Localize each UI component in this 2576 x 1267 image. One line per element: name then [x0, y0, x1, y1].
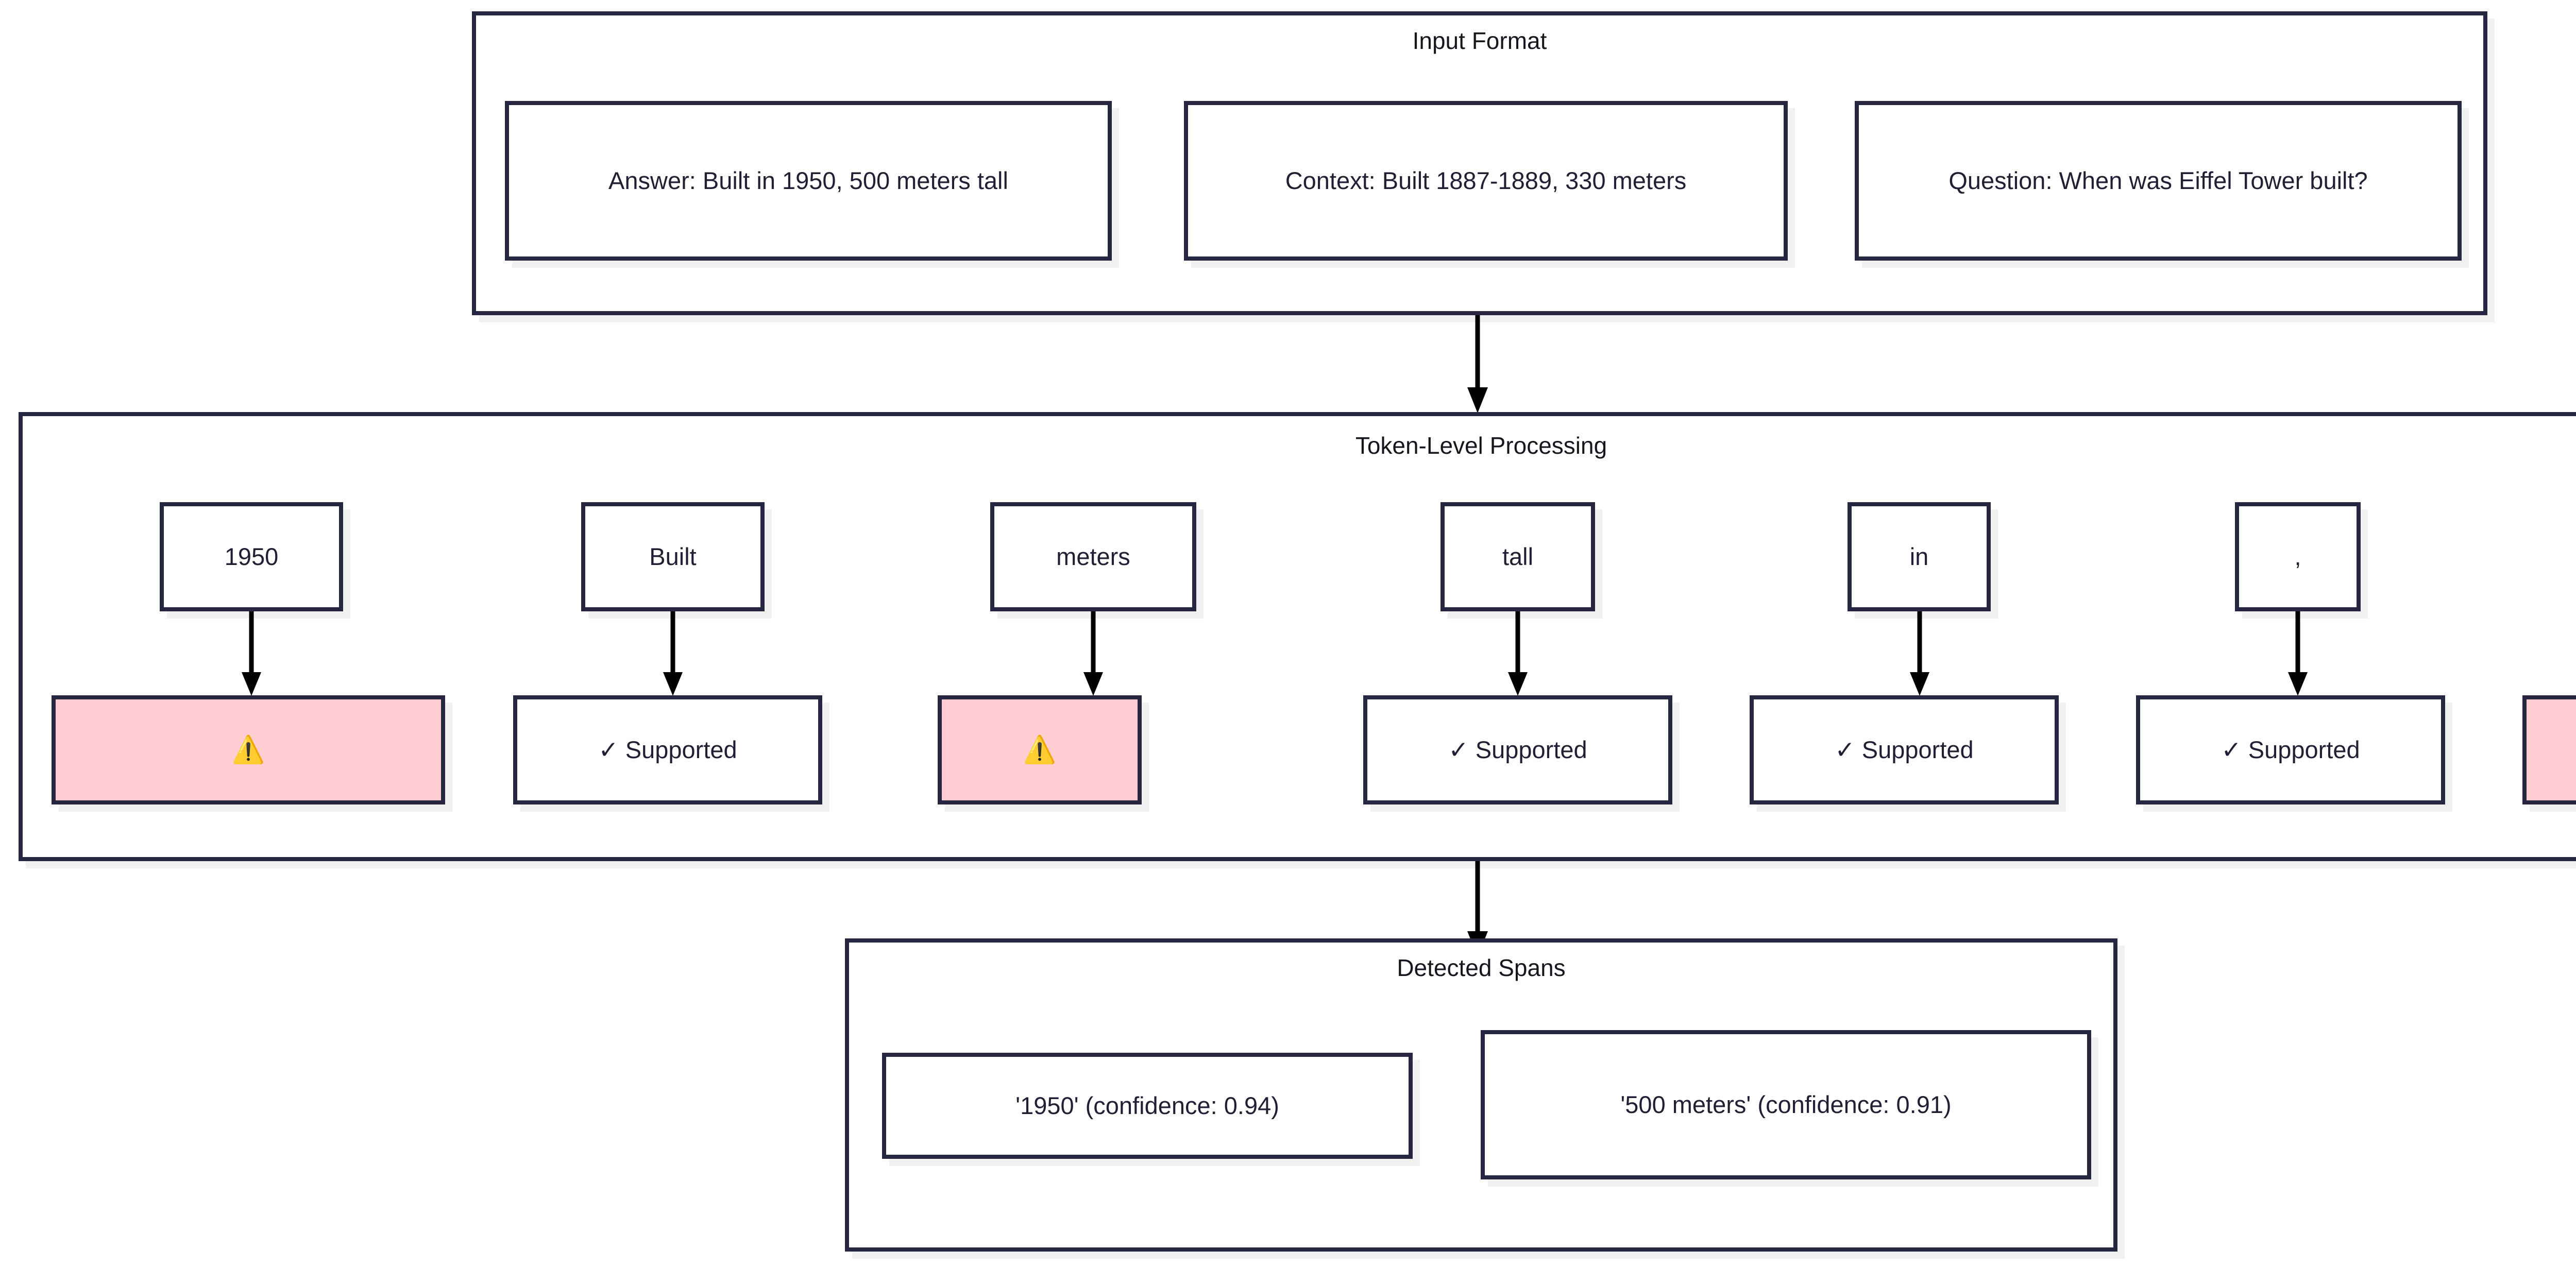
token-label: , — [2294, 542, 2301, 570]
status-box-supported[interactable]: ✓ Supported — [513, 695, 822, 804]
token-label: Built — [649, 542, 697, 570]
status-box-supported[interactable]: ✓ Supported — [2136, 695, 2445, 804]
token-label: 1950 — [224, 542, 279, 570]
input-format-title: Input Format — [1412, 27, 1547, 54]
status-label: ✓ Supported — [598, 735, 737, 763]
token-box[interactable]: , — [2235, 502, 2361, 611]
token-box[interactable]: tall — [1440, 502, 1595, 611]
token-box[interactable]: meters — [990, 502, 1196, 611]
span-card-1950-label: '1950' (confidence: 0.94) — [1015, 1091, 1279, 1119]
input-card-context[interactable]: Context: Built 1887-1889, 330 meters — [1184, 101, 1788, 261]
arrow-input-to-token — [1467, 315, 1488, 413]
input-card-question-label: Question: When was Eiffel Tower built? — [1948, 166, 2368, 194]
span-card-500-meters[interactable]: '500 meters' (confidence: 0.91) — [1481, 1030, 2091, 1179]
token-label: in — [1909, 542, 1929, 570]
warning-triangle-icon: ⚠️ — [231, 735, 265, 765]
status-label: ✓ Supported — [1448, 735, 1587, 763]
input-card-answer-label: Answer: Built in 1950, 500 meters tall — [608, 166, 1008, 194]
span-card-500-meters-label: '500 meters' (confidence: 0.91) — [1620, 1090, 1952, 1118]
input-card-question[interactable]: Question: When was Eiffel Tower built? — [1855, 101, 2462, 261]
input-card-answer[interactable]: Answer: Built in 1950, 500 meters tall — [505, 101, 1112, 261]
warning-triangle-icon: ⚠️ — [1023, 735, 1057, 765]
status-label: ✓ Supported — [1835, 735, 1974, 763]
status-box-warning[interactable]: ⚠️ — [938, 695, 1142, 804]
token-box[interactable]: Built — [581, 502, 765, 611]
span-card-1950[interactable]: '1950' (confidence: 0.94) — [882, 1053, 1413, 1159]
status-box-supported[interactable]: ✓ Supported — [1750, 695, 2059, 804]
detected-spans-title: Detected Spans — [1397, 954, 1566, 981]
token-label: meters — [1056, 542, 1130, 570]
status-box-warning[interactable]: ⚠️ — [52, 695, 445, 804]
token-processing-title: Token-Level Processing — [1355, 432, 1607, 459]
token-box[interactable]: in — [1848, 502, 1991, 611]
token-box[interactable]: 1950 — [160, 502, 343, 611]
input-card-context-label: Context: Built 1887-1889, 330 meters — [1285, 166, 1687, 194]
token-label: tall — [1502, 542, 1534, 570]
status-box-supported[interactable]: ✓ Supported — [1363, 695, 1672, 804]
status-box-warning[interactable]: ⚠️ — [2522, 695, 2576, 804]
status-label: ✓ Supported — [2221, 735, 2360, 763]
